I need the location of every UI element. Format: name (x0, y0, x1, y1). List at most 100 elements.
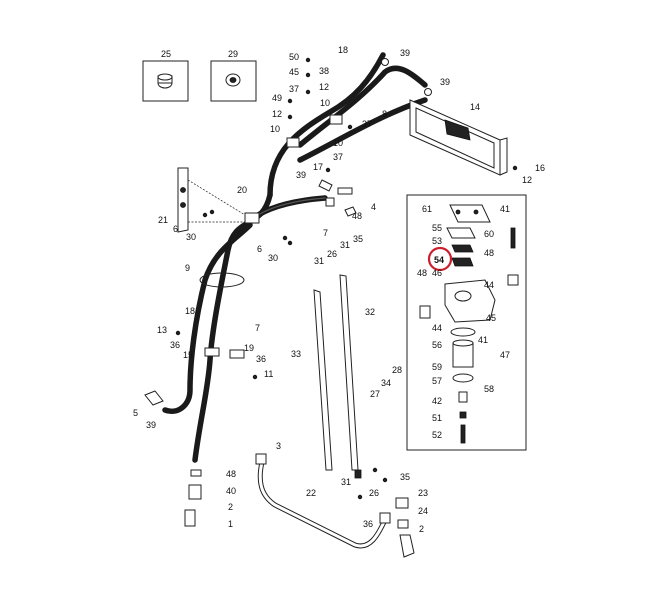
callout-2: 2 (419, 524, 424, 534)
lower-tube (255, 453, 391, 549)
callout-36: 36 (170, 340, 180, 350)
oil-cooler (409, 99, 508, 176)
callout-22: 22 (306, 488, 316, 498)
callout-29: 29 (228, 49, 238, 59)
callout-37: 37 (333, 152, 343, 162)
callout-33: 33 (291, 349, 301, 359)
inset-callout: 52 (432, 430, 442, 440)
callout-6: 6 (173, 224, 178, 234)
callout-40: 40 (226, 486, 236, 496)
callout-50: 50 (289, 52, 299, 62)
inset-callout: 56 (432, 340, 442, 350)
callout-39: 39 (296, 170, 306, 180)
callout-31: 31 (341, 477, 351, 487)
bottom-left-fittings (144, 390, 202, 527)
callout-37: 37 (362, 119, 372, 129)
callout-11: 11 (264, 369, 273, 379)
callout-27: 27 (370, 389, 380, 399)
bottom-right-fittings (395, 497, 415, 558)
callout-20: 20 (237, 185, 247, 195)
inset-callout: 41 (500, 204, 510, 214)
callout-28: 28 (392, 365, 402, 375)
inset-callout: 48 (484, 248, 494, 258)
callout-34: 34 (381, 378, 391, 388)
detail-box-25 (142, 60, 189, 102)
inset-callout-labels: 61 41 55 53 60 54 48 46 48 44 45 47 44 5… (417, 204, 510, 440)
callout-30: 30 (186, 232, 196, 242)
callout-45: 45 (289, 67, 299, 77)
inset-callout: 51 (432, 413, 442, 423)
inset-callout: 60 (484, 229, 494, 239)
mounting-bracket (177, 167, 246, 233)
callout-6: 6 (257, 244, 262, 254)
inset-callout: 47 (500, 350, 510, 360)
callout-25: 25 (161, 49, 171, 59)
callout-7: 7 (255, 323, 260, 333)
callout-26: 26 (369, 488, 379, 498)
callout-35: 35 (353, 234, 363, 244)
inset-callout: 55 (432, 223, 442, 233)
highlight-circle (427, 246, 453, 272)
callout-8: 8 (382, 109, 387, 119)
inset-callout: 44 (432, 323, 442, 333)
callout-39: 39 (400, 48, 410, 58)
callout-12: 12 (272, 109, 282, 119)
callout-31: 31 (314, 256, 324, 266)
top-fittings (318, 58, 432, 217)
callout-4: 4 (371, 202, 376, 212)
callout-17: 17 (313, 162, 323, 172)
callout-10: 10 (333, 138, 343, 148)
inset-callout: 53 (432, 236, 442, 246)
callout-1: 1 (228, 519, 233, 529)
callout-48: 48 (352, 211, 362, 221)
callout-5: 5 (133, 408, 138, 418)
callout-12: 12 (522, 175, 532, 185)
inset-callout: 46 (432, 268, 442, 278)
inset-callout: 41 (478, 335, 488, 345)
filter-inset (406, 194, 527, 451)
callout-31: 31 (340, 240, 350, 250)
callout-18: 18 (185, 306, 195, 316)
callout-23: 23 (418, 488, 428, 498)
callout-12: 12 (319, 82, 329, 92)
inset-callout: 59 (432, 362, 442, 372)
callout-24: 24 (418, 506, 428, 516)
hose-clamps (199, 114, 343, 359)
callout-10: 10 (320, 98, 330, 108)
callout-10: 10 (270, 124, 280, 134)
callout-3: 3 (276, 441, 281, 451)
callout-39: 39 (440, 77, 450, 87)
callout-37: 37 (289, 84, 299, 94)
callout-36: 36 (363, 519, 373, 529)
callout-21: 21 (158, 215, 168, 225)
callout-14: 14 (470, 102, 480, 112)
inset-callout-54: 54 (434, 255, 444, 265)
callout-32: 32 (365, 307, 375, 317)
callout-16: 16 (535, 163, 545, 173)
inset-callout: 48 (417, 268, 427, 278)
inset-callout: 61 (422, 204, 432, 214)
callout-labels: 25 29 50 45 37 18 38 12 39 39 49 12 10 1… (133, 45, 545, 534)
callout-49: 49 (272, 93, 282, 103)
callout-18-top: 18 (338, 45, 348, 55)
callout-26: 26 (327, 249, 337, 259)
callout-13: 13 (157, 325, 167, 335)
inset-callout: 58 (484, 384, 494, 394)
callout-9: 9 (185, 263, 190, 273)
callout-30: 30 (268, 253, 278, 263)
callout-35: 35 (400, 472, 410, 482)
callout-2: 2 (228, 502, 233, 512)
inset-callout: 42 (432, 396, 442, 406)
callout-36: 36 (256, 354, 266, 364)
callout-15: 15 (183, 350, 193, 360)
callout-19: 19 (244, 343, 254, 353)
callout-48: 48 (226, 469, 236, 479)
inset-callout: 45 (486, 313, 496, 323)
callout-38: 38 (319, 66, 329, 76)
callout-39: 39 (146, 420, 156, 430)
callout-7: 7 (323, 228, 328, 238)
inset-callout: 44 (484, 280, 494, 290)
bolt-markers (175, 57, 518, 500)
detail-box-29 (210, 60, 257, 102)
